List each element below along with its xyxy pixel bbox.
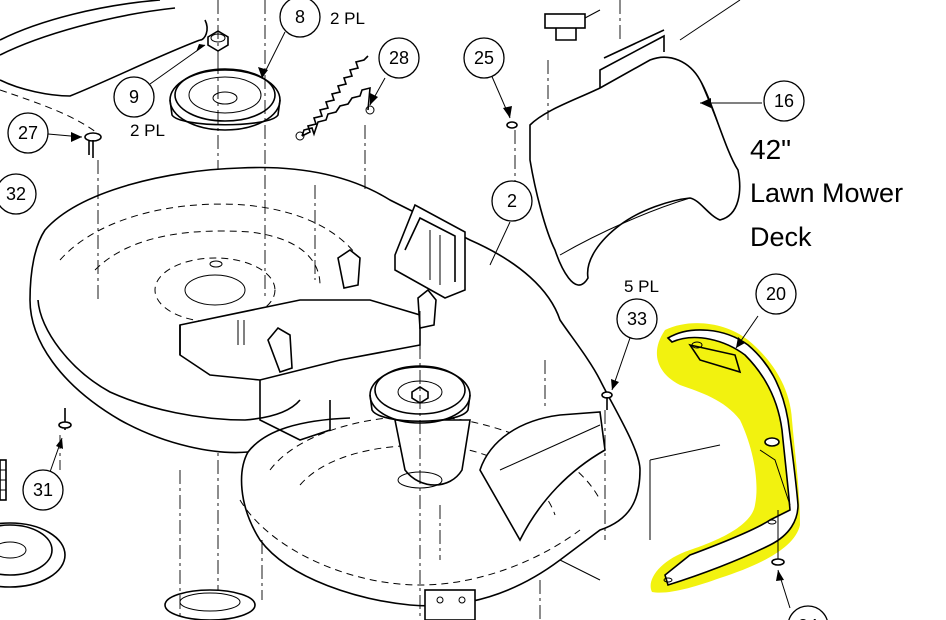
qty-note-pulley-left: 2 PL bbox=[130, 121, 165, 140]
svg-text:34: 34 bbox=[798, 616, 818, 620]
spring-28 bbox=[295, 55, 375, 141]
deck-discharge-opening bbox=[479, 411, 606, 542]
belt-guide bbox=[394, 203, 466, 299]
title-size: 42" bbox=[750, 134, 791, 165]
bottom-spindle bbox=[164, 589, 476, 620]
svg-text:31: 31 bbox=[33, 480, 53, 500]
callout-34: 34 bbox=[788, 605, 828, 620]
svg-text:8: 8 bbox=[295, 7, 305, 27]
bolt-33 bbox=[601, 391, 613, 410]
svg-text:33: 33 bbox=[627, 309, 647, 329]
svg-text:32: 32 bbox=[6, 184, 26, 204]
bolt-9 bbox=[207, 0, 229, 60]
callout-33: 33 bbox=[616, 298, 658, 340]
qty-note-pulley-top: 2 PL bbox=[330, 9, 365, 28]
pulley-8 bbox=[169, 60, 281, 620]
svg-text:27: 27 bbox=[18, 123, 38, 143]
callout-2: 2 bbox=[491, 180, 533, 222]
callout-25: 25 bbox=[463, 37, 505, 79]
bolt-25 bbox=[506, 121, 518, 129]
discharge-chute-16 bbox=[529, 29, 741, 286]
svg-text:25: 25 bbox=[474, 48, 494, 68]
svg-text:2: 2 bbox=[507, 191, 517, 211]
top-plate bbox=[0, 0, 208, 136]
callout-28: 28 bbox=[378, 37, 420, 79]
callout-27: 27 bbox=[7, 112, 49, 154]
svg-text:28: 28 bbox=[389, 48, 409, 68]
baffle-part-20 bbox=[649, 329, 799, 587]
svg-text:20: 20 bbox=[766, 284, 786, 304]
lower-left-pulley bbox=[0, 408, 72, 588]
callout-8: 8 bbox=[279, 0, 321, 38]
callout-31: 31 bbox=[22, 469, 64, 511]
svg-text:16: 16 bbox=[774, 91, 794, 111]
deck-shell-2 bbox=[29, 166, 641, 607]
spindle-pulley bbox=[369, 345, 471, 620]
title-assembly: Deck bbox=[750, 222, 812, 252]
bolt-27 bbox=[84, 132, 102, 158]
callout-32: 32 bbox=[0, 173, 37, 215]
callout-20: 20 bbox=[755, 273, 797, 315]
callout-16: 16 bbox=[763, 80, 805, 122]
svg-text:9: 9 bbox=[129, 87, 139, 107]
leader-lines bbox=[47, 31, 791, 609]
centerlines bbox=[59, 0, 606, 620]
title-product: Lawn Mower bbox=[750, 178, 903, 208]
callout-9: 9 bbox=[113, 76, 155, 118]
qty-note-bolt-33: 5 PL bbox=[624, 277, 659, 296]
top-bracket bbox=[544, 0, 741, 41]
